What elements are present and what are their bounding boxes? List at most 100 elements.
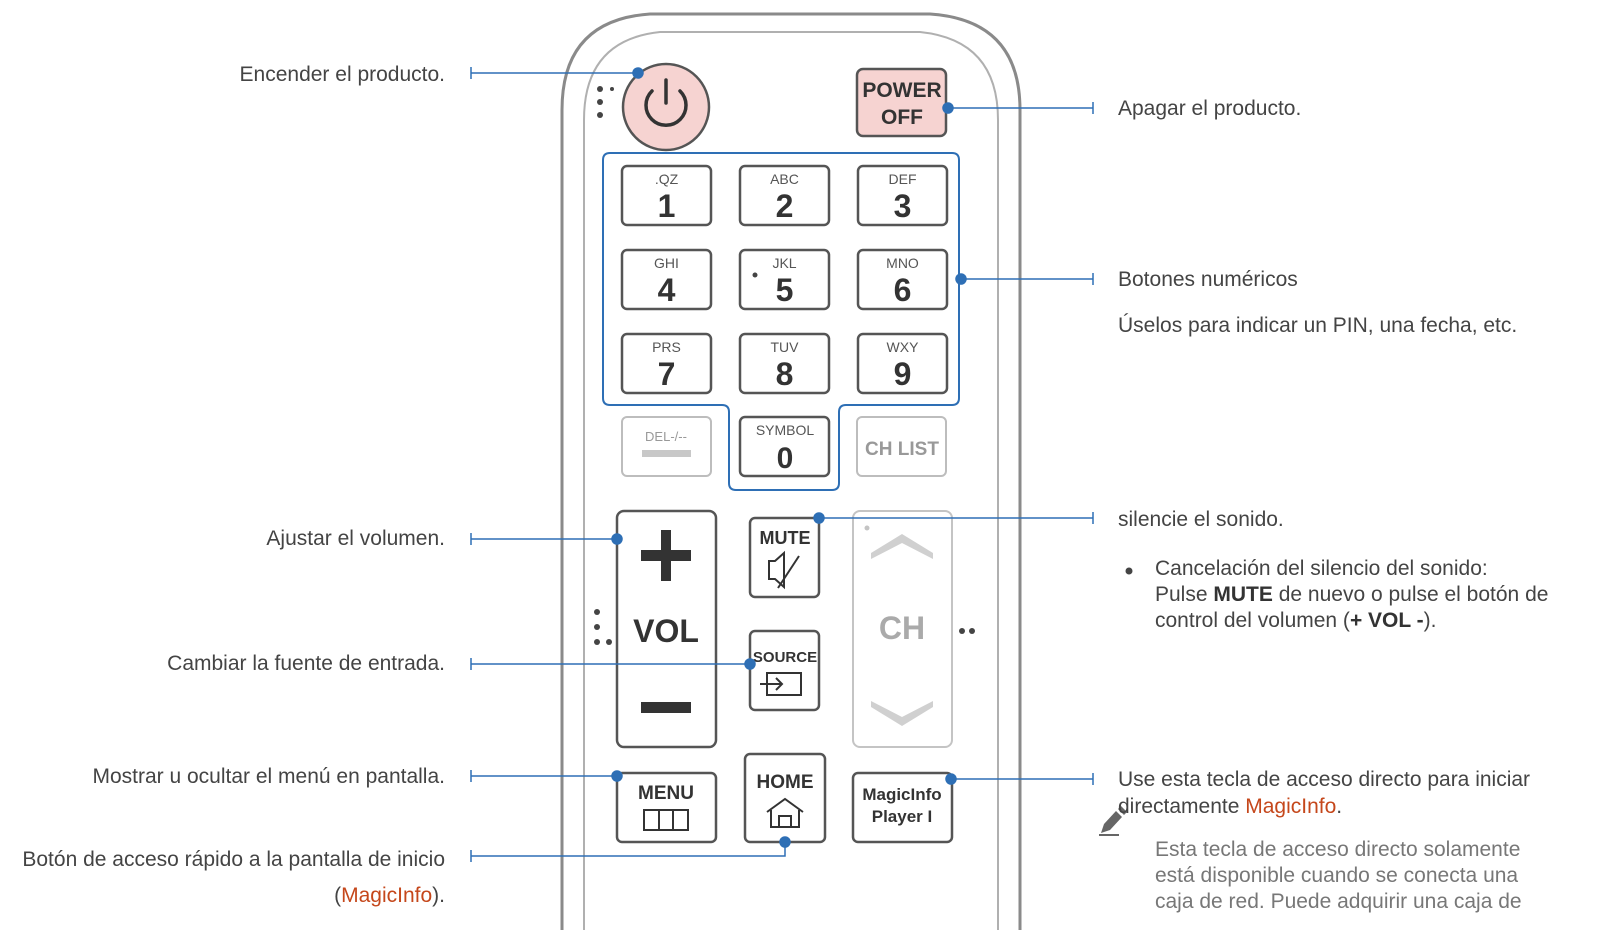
power-off-label-2: OFF <box>881 106 923 129</box>
label-power-off: Apagar el producto. <box>1118 97 1302 120</box>
vol-dots-icon <box>594 609 612 645</box>
magicinfo-btn-label-2: Player I <box>872 807 933 826</box>
label-home-line1: Botón de acceso rápido a la pantalla de … <box>22 848 445 871</box>
vol-key-text: + VOL - <box>1349 609 1424 632</box>
mute-text-pre: Pulse <box>1155 583 1214 606</box>
number-key-digit: 8 <box>776 356 794 392</box>
number-key-letters: TUV <box>771 339 800 355</box>
number-key-digit: 9 <box>894 356 912 392</box>
number-key-letters: WXY <box>887 339 920 355</box>
magicinfo-btn-label-1: MagicInfo <box>862 785 941 804</box>
magicinfo-text-post: . <box>1336 795 1343 818</box>
bullet-dot-icon <box>1125 567 1133 575</box>
minus-icon <box>641 702 691 713</box>
ch-list-label: CH LIST <box>865 439 939 460</box>
number-key-5[interactable] <box>738 248 831 311</box>
label-mute-bullet-3: control del volumen (+ VOL -). <box>1155 608 1436 634</box>
tactile-dot-icon <box>752 272 758 278</box>
number-key-8[interactable] <box>738 332 831 395</box>
label-magicinfo-2: directamente MagicInfo. <box>1118 794 1342 820</box>
label-mute-bullet-1: Cancelación del silencio del sonido: <box>1155 557 1488 580</box>
channel-up-icon <box>871 534 933 559</box>
number-key-letters: .QZ <box>655 171 679 187</box>
paren-close: ). <box>432 884 445 907</box>
paren-open: ( <box>334 884 342 907</box>
ch-list-button[interactable] <box>856 416 947 477</box>
label-magicinfo-1: Use esta tecla de acceso directo para in… <box>1118 768 1531 791</box>
label-mute-title: silencie el sonido. <box>1118 508 1284 531</box>
plus-icon <box>641 530 691 581</box>
mute-text-post: de nuevo o pulse el botón de <box>1272 583 1549 606</box>
del-bar-icon <box>642 450 691 457</box>
magicinfo-player-button[interactable] <box>851 771 954 844</box>
channel-down-icon <box>871 701 933 726</box>
number-key-letters: MNO <box>886 255 919 271</box>
vol-label: VOL <box>633 613 699 649</box>
number-key-digit: 6 <box>894 272 912 308</box>
number-key-digit: 2 <box>776 188 794 224</box>
number-key-letters: DEF <box>889 171 917 187</box>
number-key-1[interactable] <box>620 164 713 227</box>
del-button[interactable] <box>621 416 712 477</box>
callout-lines <box>470 67 1094 862</box>
magicinfo-link-right[interactable]: MagicInfo <box>1245 795 1337 818</box>
number-key-digit: 1 <box>658 188 676 224</box>
vol-text-pre: control del volumen ( <box>1155 609 1350 632</box>
symbol-label: SYMBOL <box>756 422 815 438</box>
home-label: HOME <box>757 772 814 793</box>
number-key-4[interactable] <box>620 248 713 311</box>
number-key-letters: GHI <box>654 255 679 271</box>
number-key-3[interactable] <box>856 164 949 227</box>
power-button[interactable] <box>621 62 711 152</box>
menu-grid-icon <box>643 809 689 831</box>
ch-label: CH <box>879 610 925 646</box>
source-button[interactable] <box>748 629 821 712</box>
number-key-6[interactable] <box>856 248 949 311</box>
del-label: DEL-/-- <box>645 429 687 444</box>
volume-rocker[interactable] <box>615 509 718 749</box>
ch-dot-icon <box>864 525 870 531</box>
label-home-line2: (MagicInfo). <box>334 883 445 909</box>
label-note-2: está disponible cuando se conecta una <box>1155 864 1519 887</box>
power-dots-icon <box>597 86 614 118</box>
magicinfo-link-left[interactable]: MagicInfo <box>341 884 433 907</box>
remote-body-inner <box>583 31 999 930</box>
number-key-9[interactable] <box>856 332 949 395</box>
number-key-7[interactable] <box>620 332 713 395</box>
number-key-digit: 5 <box>776 272 794 308</box>
ch-dots-icon <box>959 628 975 634</box>
zero-digit: 0 <box>777 442 794 475</box>
power-off-button[interactable] <box>855 67 948 138</box>
symbol-zero-button[interactable] <box>738 415 831 478</box>
source-label: SOURCE <box>753 649 817 666</box>
number-key-letters: JKL <box>772 255 796 271</box>
mute-speaker-icon <box>768 550 800 590</box>
number-key-letters: ABC <box>770 171 799 187</box>
number-key-digit: 4 <box>658 272 676 308</box>
label-numeric-title: Botones numéricos <box>1118 268 1298 291</box>
label-power-on: Encender el producto. <box>239 63 445 86</box>
menu-label: MENU <box>638 783 694 804</box>
number-key-digit: 7 <box>658 356 676 392</box>
vol-text-post: ). <box>1423 609 1437 632</box>
label-note-3: caja de red. Puede adquirir una caja de <box>1155 890 1522 913</box>
remote-body-outer <box>560 12 1022 930</box>
label-volume: Ajustar el volumen. <box>266 527 445 550</box>
label-numeric-desc: Úselos para indicar un PIN, una fecha, e… <box>1118 314 1518 337</box>
mute-key-text: MUTE <box>1213 583 1273 606</box>
source-input-icon <box>760 672 802 696</box>
channel-rocker[interactable] <box>852 510 953 748</box>
label-note-1: Esta tecla de acceso directo solamente <box>1155 838 1521 861</box>
label-mute-bullet-2: Pulse MUTE de nuevo o pulse el botón de <box>1155 582 1548 608</box>
home-house-icon <box>766 797 804 828</box>
number-key-letters: PRS <box>652 339 681 355</box>
label-source: Cambiar la fuente de entrada. <box>167 652 445 675</box>
number-key-digit: 3 <box>894 188 912 224</box>
pencil-note-icon <box>1099 806 1127 836</box>
menu-button[interactable] <box>615 771 718 844</box>
mute-label: MUTE <box>760 528 811 548</box>
numeric-group-outline <box>602 152 960 491</box>
number-key-2[interactable] <box>738 164 831 227</box>
